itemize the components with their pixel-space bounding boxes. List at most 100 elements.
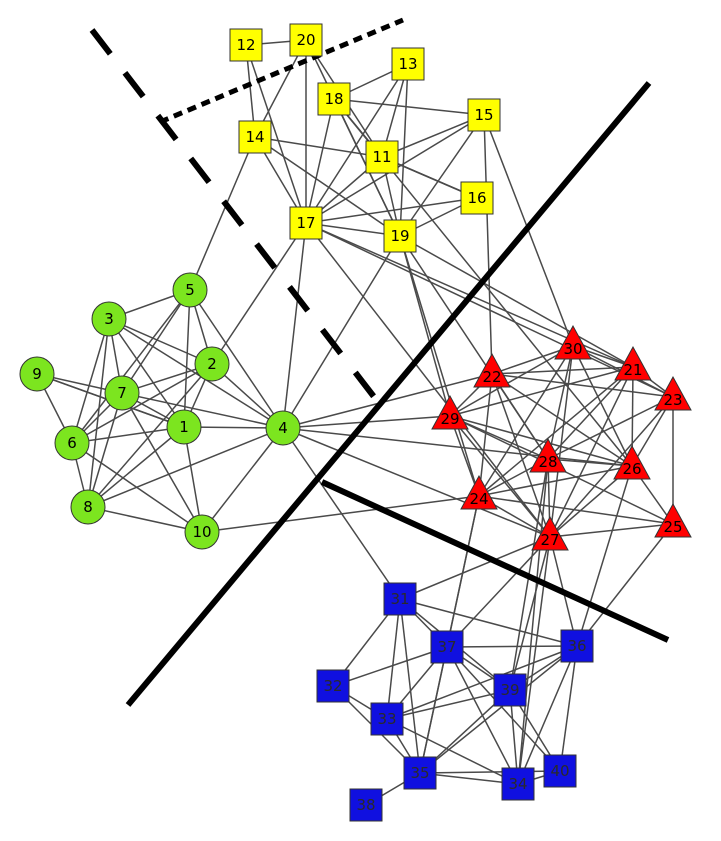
node-12-label: 12 [236,36,255,54]
edge-36-40 [559,645,578,772]
node-34-shape [501,767,535,801]
edge-8-10 [87,506,203,533]
node-25: 25 [654,502,692,538]
node-18-shape [317,82,351,116]
edge-31-35 [399,598,421,774]
edge-26-29 [449,415,633,467]
edge-4-27 [282,427,551,538]
node-29-label: 29 [440,410,459,428]
node-12: 12 [229,28,263,62]
node-21: 21 [614,345,652,381]
edge-15-22 [483,114,493,375]
edge-29-30 [449,345,574,417]
node-2-label: 2 [207,355,217,373]
node-26-label: 26 [622,460,641,478]
edge-1-5 [183,289,191,428]
node-39-shape [493,673,527,707]
node-22-label: 22 [482,368,501,386]
edge-33-39 [386,689,511,720]
node-14-shape [238,120,272,154]
edge-27-34 [517,536,551,785]
edge-32-37 [332,646,448,687]
node-27: 27 [531,515,569,551]
node-35-label: 35 [410,764,429,782]
edge-2-17 [211,222,307,365]
node-36-label: 36 [567,637,586,655]
node-17-shape [289,206,323,240]
node-30: 30 [554,324,592,360]
node-16: 16 [460,181,494,215]
node-39-label: 39 [500,681,519,699]
edge-layer [36,39,674,806]
node-16-label: 16 [467,189,486,207]
edge-21-29 [449,366,634,417]
node-19: 19 [383,219,417,253]
node-19-shape [383,219,417,253]
edge-21-22 [491,366,634,375]
node-9-shape [19,356,55,392]
node-26: 26 [613,444,651,480]
edge-33-36 [386,645,578,720]
edge-19-21 [399,235,634,368]
node-30-label: 30 [563,340,582,358]
node-40-shape [543,754,577,788]
node-28-label: 28 [538,453,557,471]
node-33-label: 33 [377,710,396,728]
node-13: 13 [391,47,425,81]
node-10-label: 10 [192,523,211,541]
edge-4-17 [282,222,307,429]
node-12-shape [229,28,263,62]
node-1-label: 1 [179,418,189,436]
node-4: 4 [265,410,301,446]
edge-28-34 [517,458,549,785]
node-6-label: 6 [67,434,77,452]
edge-4-7 [121,392,284,429]
node-6: 6 [54,425,90,461]
node-6-shape [54,425,90,461]
edge-7-10 [121,392,203,533]
edge-33-34 [386,718,519,785]
node-22: 22 [473,352,511,388]
edge-31-36 [399,598,578,647]
node-17-label: 17 [296,214,315,232]
node-15: 15 [467,98,501,132]
node-19-label: 19 [390,227,409,245]
node-2-shape [194,346,230,382]
node-8: 8 [70,489,106,525]
edge-35-40 [419,770,561,774]
node-39: 39 [493,673,527,707]
node-36-shape [560,629,594,663]
node-40-label: 40 [550,762,569,780]
node-40: 40 [543,754,577,788]
edge-4-5 [189,289,284,429]
node-26-shape [613,444,651,480]
node-8-shape [70,489,106,525]
node-36: 36 [560,629,594,663]
edge-5-14 [189,136,256,291]
node-28: 28 [529,437,567,473]
edge-15-19 [399,114,485,237]
edge-6-10 [71,442,203,533]
edge-35-36 [419,645,578,774]
edge-12-17 [245,44,307,224]
node-7-label: 7 [117,384,127,402]
node-29-shape [431,394,469,430]
node-9: 9 [19,356,55,392]
edge-17-27 [305,222,551,538]
node-4-label: 4 [278,419,288,437]
node-28-shape [529,437,567,473]
edge-25-27 [549,523,674,538]
node-35-shape [403,756,437,790]
cut-line-long-diagonal [125,81,652,707]
node-11-shape [365,140,399,174]
edge-14-19 [254,136,401,237]
edge-4-22 [282,373,493,429]
node-34-label: 34 [508,775,527,793]
node-20-shape [289,23,323,57]
edge-1-10 [183,426,203,533]
node-30-shape [554,324,592,360]
edge-10-24 [201,495,480,533]
node-20-label: 20 [296,31,315,49]
node-7: 7 [104,375,140,411]
edge-36-37 [446,645,578,648]
